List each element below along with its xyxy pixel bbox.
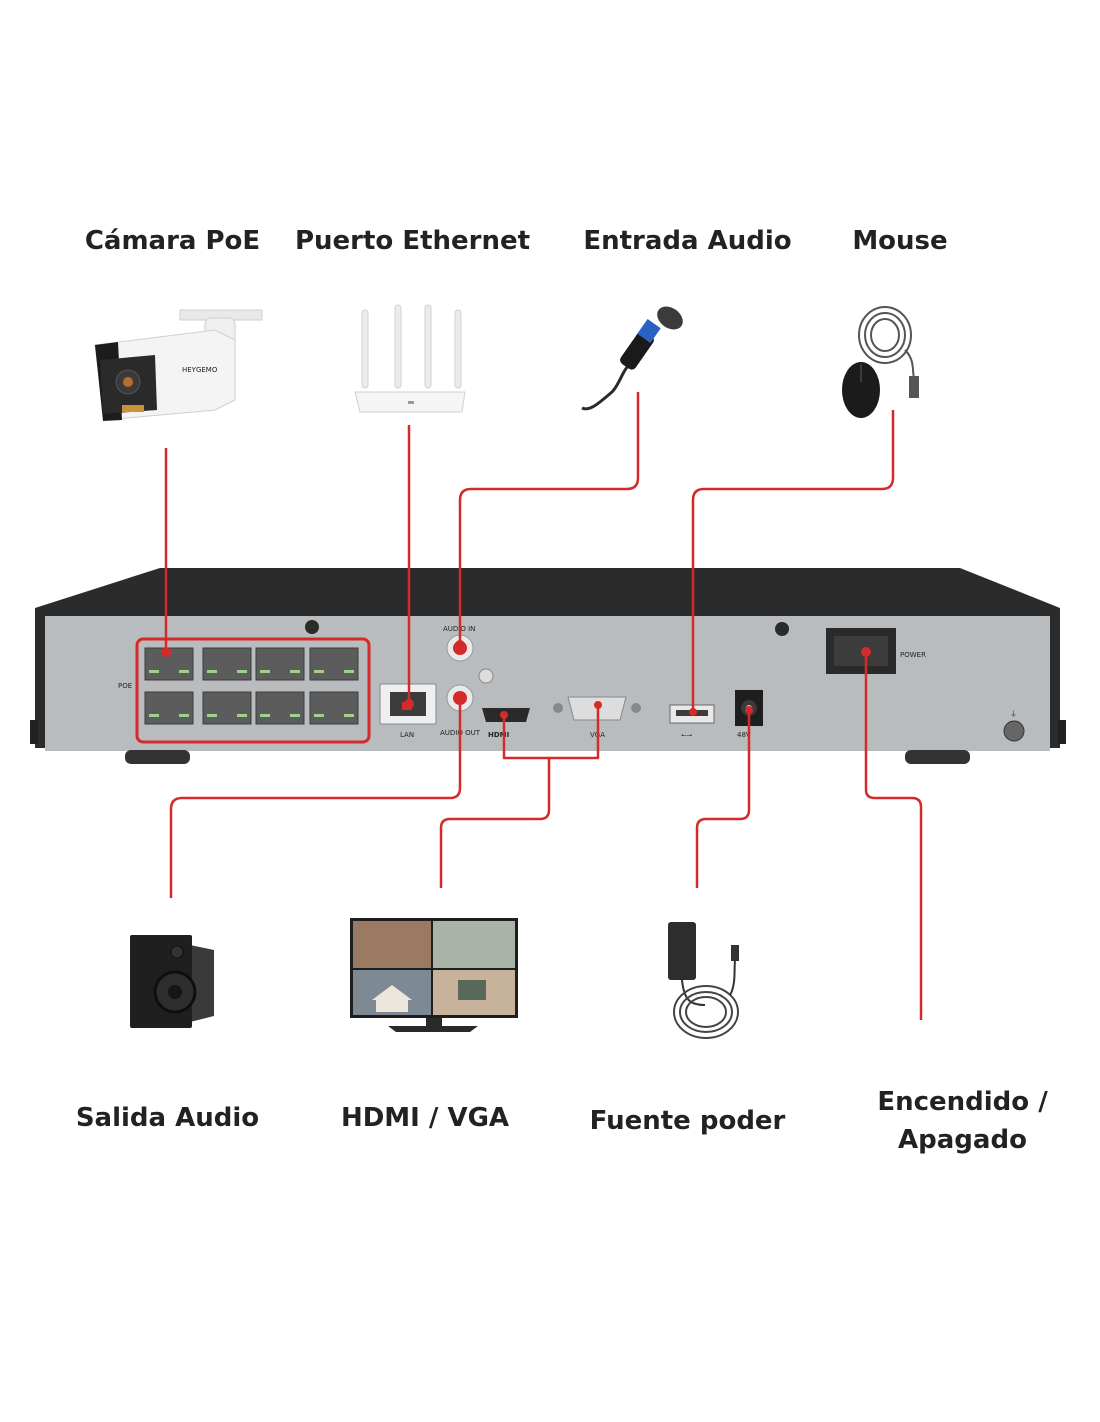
connector-lines [164,392,923,1020]
speaker-icon [130,935,214,1028]
mouse-icon [842,306,919,418]
line-mic-to-audio-in [458,392,640,645]
usb-symbol-icon: ⭠⭢ [681,731,693,739]
camera-brand-text: HEYGEMO [182,366,218,374]
router-icon [354,304,466,413]
microphone-icon [581,306,683,411]
label-audio-input: Entrada Audio [583,226,792,256]
label-power-switch: Encendido / Apagado [850,1083,1075,1159]
label-ethernet-port: Puerto Ethernet [294,226,531,256]
label-power-switch-line2: Apagado [898,1125,1027,1155]
line-hdmi-vga-to-monitor [439,758,551,888]
label-hdmi-vga: HDMI / VGA [340,1103,510,1133]
poe-ports: POE [118,637,371,744]
label-power-switch-line1: Encendido / [877,1087,1048,1117]
power-switch: POWER [826,628,926,674]
label-mouse: Mouse [852,226,948,256]
monitor-icon [350,918,518,1032]
connector-endpoints [161,640,871,719]
label-camera-poe: Cámara PoE [84,226,261,256]
power-adapter-icon [668,922,739,1039]
label-audio-output: Salida Audio [75,1103,260,1133]
line-power-switch [864,652,923,1020]
poe-port-label: POE [118,682,132,690]
line-mouse-to-usb [691,410,895,712]
svg-text:⏚: ⏚ [1010,710,1017,718]
lan-port-label: LAN [400,731,414,739]
hdmi-port-label: HDMI [488,731,509,739]
line-hdmi-vga-link [502,705,600,760]
label-power-supply: Fuente poder [589,1106,786,1136]
ground-screw-icon: ⏚ [1003,710,1025,742]
power-switch-label: POWER [900,651,926,659]
line-dc-to-adapter [695,710,751,888]
bullet-camera-icon: HEYGEMO [94,309,263,421]
line-audio-out-to-speaker [169,700,462,898]
dc-port-label: 48V [737,731,751,739]
